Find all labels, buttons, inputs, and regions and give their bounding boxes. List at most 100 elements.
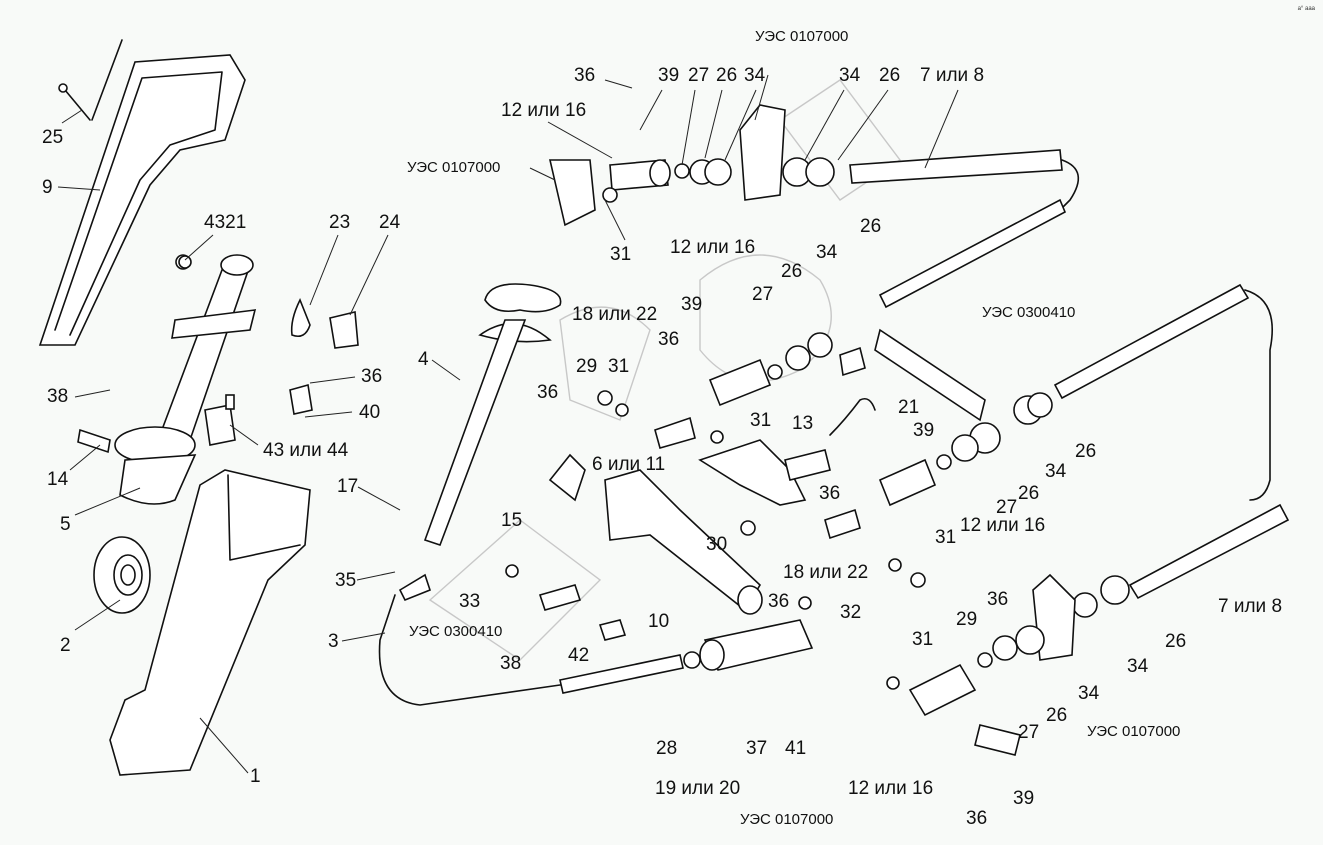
callout-4: 4 xyxy=(418,349,429,370)
callout-26: 26 xyxy=(860,216,882,237)
right-nuts xyxy=(936,392,1130,668)
callout-34: 34 xyxy=(1127,656,1149,677)
callout-36: 36 xyxy=(966,808,988,829)
part-40-pin xyxy=(289,383,313,415)
clevis-mid xyxy=(824,458,937,540)
callout-12-16: 12 или 16 xyxy=(670,237,756,258)
callout-uez-0300410: УЭС 0300410 xyxy=(409,623,503,640)
callout-43-44: 43 или 44 xyxy=(263,440,349,461)
callout-uez-0300410: УЭС 0300410 xyxy=(982,304,1076,321)
callout-10: 10 xyxy=(648,611,670,632)
callout-38: 38 xyxy=(500,653,522,674)
callout-31: 31 xyxy=(610,244,632,265)
part-9-cover xyxy=(38,39,246,346)
callout-31: 31 xyxy=(608,356,630,377)
callout-29: 29 xyxy=(576,356,598,377)
callout-42: 42 xyxy=(568,645,590,666)
part-25-bolt xyxy=(58,83,91,121)
callout-38: 38 xyxy=(47,386,69,407)
callout-43-21: 4321 xyxy=(204,212,247,233)
part-6-11-rod xyxy=(698,439,807,506)
callout-uez-0107000: УЭС 0107000 xyxy=(407,159,501,176)
callout-36: 36 xyxy=(537,382,559,403)
leader-lines xyxy=(57,74,959,774)
callout-14: 14 xyxy=(47,469,69,490)
callout-30: 30 xyxy=(706,534,728,555)
callout-12-16: 12 или 16 xyxy=(960,515,1046,536)
part-4-rack-lever xyxy=(423,283,562,547)
clevis-upper-mid xyxy=(654,332,866,481)
callout-26: 26 xyxy=(716,65,738,86)
callout-7-8: 7 или 8 xyxy=(1218,596,1283,617)
callout-33: 33 xyxy=(459,591,481,612)
callout-27: 27 xyxy=(752,284,774,305)
callout-7-8: 7 или 8 xyxy=(920,65,985,86)
callout-39: 39 xyxy=(681,294,703,315)
part-14-pin xyxy=(77,428,111,454)
callout-26: 26 xyxy=(1018,483,1040,504)
part-12-16-top-clevis xyxy=(548,159,671,227)
part-5-column xyxy=(114,254,257,505)
callout-26: 26 xyxy=(1165,631,1187,652)
part-2-pulley xyxy=(93,536,151,614)
callout-6-11: 6 или 11 xyxy=(592,454,666,475)
callout-9: 9 xyxy=(42,177,53,198)
part-uez-0300410-plate xyxy=(874,328,986,422)
callout-uez-0107000: УЭС 0107000 xyxy=(1087,723,1181,740)
callout-27: 27 xyxy=(996,497,1018,518)
callout-23: 23 xyxy=(329,212,351,233)
callout-35: 35 xyxy=(335,570,357,591)
part-1-pedal-arm xyxy=(109,469,311,776)
callout-5: 5 xyxy=(60,514,71,535)
callout-27: 27 xyxy=(688,65,710,86)
callout-27: 27 xyxy=(1018,722,1040,743)
callout-19-20: 19 или 20 xyxy=(655,778,741,799)
callout-36: 36 xyxy=(361,366,383,387)
callout-25: 25 xyxy=(42,127,64,148)
callout-uez-0107000: УЭС 0107000 xyxy=(755,28,849,45)
callout-26: 26 xyxy=(879,65,901,86)
callout-39: 39 xyxy=(1013,788,1035,809)
clevis-bottom xyxy=(908,663,1021,756)
callout-21: 21 xyxy=(898,397,920,418)
callout-3: 3 xyxy=(328,631,339,652)
callout-31: 31 xyxy=(935,527,957,548)
small-fasteners xyxy=(178,187,926,690)
callout-34: 34 xyxy=(839,65,861,86)
callout-24: 24 xyxy=(379,212,401,233)
callout-40: 40 xyxy=(359,402,381,423)
top-nuts xyxy=(674,104,835,201)
part-19-20-clevis xyxy=(699,619,814,671)
callout-39: 39 xyxy=(658,65,680,86)
part-23-lever xyxy=(290,298,311,338)
callout-41: 41 xyxy=(785,738,807,759)
part-10-bracket xyxy=(604,469,763,615)
part-21-spring xyxy=(829,397,876,436)
callout-26: 26 xyxy=(781,261,803,282)
callout-37: 37 xyxy=(746,738,768,759)
callout-26: 26 xyxy=(1046,705,1068,726)
callout-34: 34 xyxy=(1045,461,1067,482)
part-7-8-rod-right xyxy=(1053,283,1290,600)
callout-34: 34 xyxy=(816,242,838,263)
callout-2: 2 xyxy=(60,635,71,656)
callout-29: 29 xyxy=(956,609,978,630)
callout-uez-0107000: УЭС 0107000 xyxy=(740,811,834,828)
callout-15: 15 xyxy=(501,510,523,531)
callout-1: 1 xyxy=(250,766,261,787)
callout-34: 34 xyxy=(1078,683,1100,704)
callout-17: 17 xyxy=(337,476,359,497)
callout-36: 36 xyxy=(658,329,680,350)
callout-18-22: 18 или 22 xyxy=(783,562,869,583)
part-24-plate xyxy=(329,311,359,349)
callout-28: 28 xyxy=(656,738,678,759)
callout-12-16: 12 или 16 xyxy=(848,778,934,799)
callout-36: 36 xyxy=(819,483,841,504)
part-43-switch xyxy=(204,394,236,446)
part-3-cable xyxy=(378,594,701,706)
callout-32: 32 xyxy=(840,602,862,623)
callout-31: 31 xyxy=(912,629,934,650)
callout-34: 34 xyxy=(744,65,766,86)
callout-18-22: 18 или 22 xyxy=(572,304,658,325)
